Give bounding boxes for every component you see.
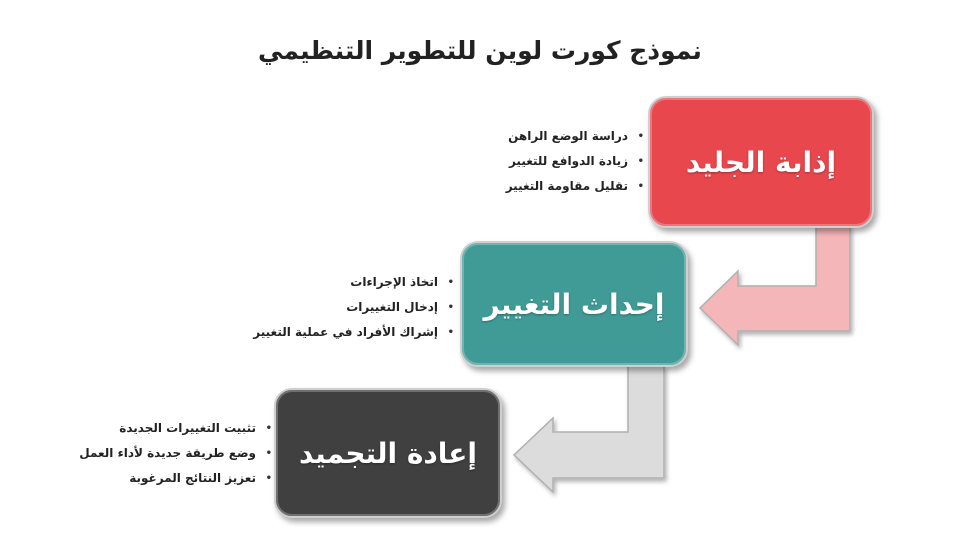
arrow-unfreeze-to-change — [698, 225, 851, 347]
arrow-change-to-refreeze — [512, 365, 665, 494]
stage-unfreeze-box: إذابة الجليد — [648, 96, 874, 228]
diagram-title: نموذج كورت لوين للتطوير التنظيمي — [258, 36, 702, 65]
bullet-item: إدخال التغييرات — [253, 295, 454, 320]
bullet-item: دراسة الوضع الراهن — [506, 124, 644, 149]
stage-change-box: إحداث التغيير — [460, 241, 688, 367]
stage-unfreeze-bullets: دراسة الوضع الراهن زيادة الدوافع للتغيير… — [506, 124, 645, 199]
bullet-item: زيادة الدوافع للتغيير — [506, 149, 644, 174]
stage-unfreeze-label: إذابة الجليد — [685, 145, 837, 179]
bullet-item: إشراك الأفراد في عملية التغيير — [253, 320, 454, 345]
bullet-item: تعزيز النتائج المرغوبة — [79, 466, 272, 491]
stage-refreeze-label: إعادة التجميد — [299, 436, 477, 470]
stage-refreeze-box: إعادة التجميد — [274, 388, 502, 518]
bullet-item: وضع طريقة جديدة لأداء العمل — [79, 441, 272, 466]
stage-change-label: إحداث التغيير — [483, 287, 665, 321]
bullet-item: اتخاذ الإجراءات — [253, 270, 454, 295]
bullet-item: تثبيت التغييرات الجديدة — [79, 416, 272, 441]
bullet-item: تقليل مقاومة التغيير — [506, 174, 645, 199]
stage-refreeze-bullets: تثبيت التغييرات الجديدة وضع طريقة جديدة … — [79, 416, 272, 491]
stage-change-bullets: اتخاذ الإجراءات إدخال التغييرات إشراك ال… — [253, 270, 454, 345]
